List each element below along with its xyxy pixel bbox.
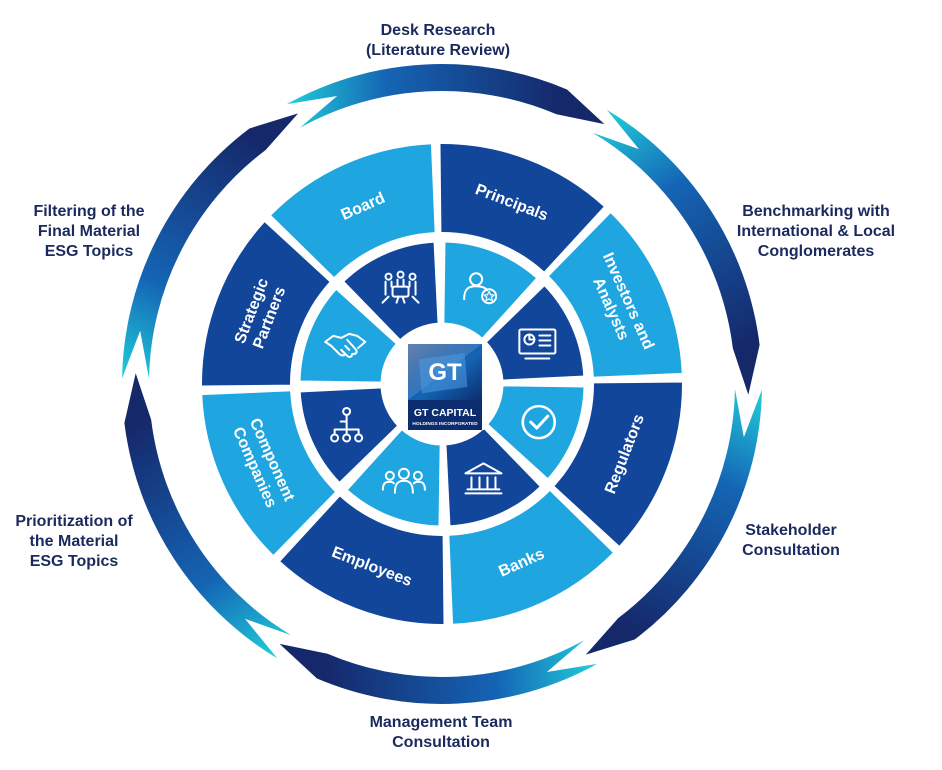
logo-tagline: HOLDINGS INCORPORATED bbox=[412, 421, 478, 427]
check-circle-icon bbox=[521, 404, 557, 440]
process-arrow-benchmarking bbox=[592, 109, 760, 395]
step-prioritization: Prioritization of the Material ESG Topic… bbox=[15, 513, 133, 570]
person-star-icon bbox=[463, 272, 498, 305]
step-benchmarking: Benchmarking with International & Local … bbox=[736, 203, 896, 260]
petal-banks bbox=[443, 424, 544, 529]
step-stakeholder-consultation: Stakeholder Consultation bbox=[742, 522, 840, 559]
gt-capital-logo: GT GT CAPITAL HOLDINGS INCORPORATED bbox=[406, 342, 484, 430]
logo-mark: GT bbox=[428, 359, 462, 386]
handshake-icon bbox=[324, 332, 367, 358]
logo-name: GT CAPITAL bbox=[414, 407, 477, 419]
petal-investors bbox=[482, 282, 587, 383]
bank-building-icon bbox=[464, 462, 503, 495]
process-arrow-stakeholder-consultation bbox=[585, 389, 762, 655]
outer-process-ring bbox=[122, 64, 762, 704]
process-arrow-desk-research bbox=[286, 64, 605, 128]
step-management-team-consultation: Management Team Consultation bbox=[369, 714, 513, 751]
step-desk-research: Desk Research (Literature Review) bbox=[365, 22, 511, 59]
petal-strategic-partners bbox=[297, 285, 400, 385]
people-group-icon bbox=[381, 467, 426, 494]
step-filtering: Filtering of the Final Material ESG Topi… bbox=[33, 203, 145, 260]
petal-board bbox=[340, 239, 441, 344]
process-arrow-management-team-consultation bbox=[279, 640, 598, 704]
petal-regulators bbox=[484, 383, 587, 483]
process-arrow-filtering bbox=[122, 113, 299, 379]
presentation-board-icon bbox=[518, 328, 557, 360]
meeting-table-icon bbox=[381, 270, 420, 304]
org-chart-icon bbox=[330, 406, 364, 443]
process-arrow-prioritization bbox=[124, 373, 292, 659]
